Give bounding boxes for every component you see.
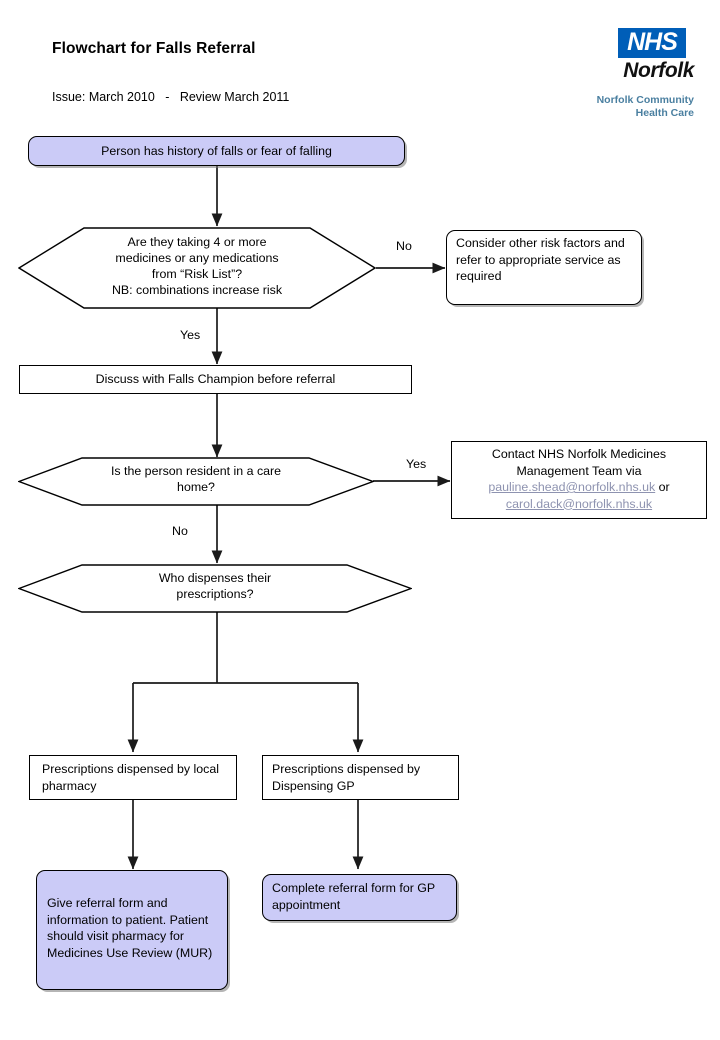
node-decision-care-home[interactable]: Is the person resident in a care home? <box>18 457 374 506</box>
nhs-region-text: Norfolk <box>623 59 694 82</box>
edge-label-meds-yes: Yes <box>180 328 201 342</box>
page-title: Flowchart for Falls Referral <box>52 40 256 57</box>
node-other-risk[interactable] <box>446 230 642 305</box>
nhs-strapline-line2: Health Care <box>635 106 694 119</box>
contact-or-text: or <box>655 480 670 494</box>
node-contact-medicines-team[interactable] <box>451 441 707 519</box>
edge-label-care-yes: Yes <box>406 457 427 471</box>
nhs-badge-text: NHS <box>618 28 686 58</box>
node-decision-care-home-line1: Is the person resident in a care <box>110 464 282 478</box>
nhs-strapline-line1: Norfolk Community <box>596 94 694 106</box>
node-give-referral-form[interactable] <box>36 870 228 990</box>
node-discuss-champion-label: Discuss with Falls Champion before refer… <box>95 372 336 386</box>
node-give-referral-form-label: Give referral form and information to pa… <box>47 896 213 960</box>
node-decision-medicines[interactable]: Are they taking 4 or more medicines or a… <box>18 227 376 309</box>
node-local-pharmacy[interactable] <box>29 755 237 800</box>
node-start[interactable] <box>28 136 405 166</box>
contact-email-row-2: carol.dack@norfolk.nhs.uk <box>451 496 707 513</box>
email-link-pauline[interactable]: pauline.shead@norfolk.nhs.uk <box>488 480 656 494</box>
contact-email-row: pauline.shead@norfolk.nhs.uk or <box>451 479 707 496</box>
node-dispensing-gp[interactable] <box>262 755 459 800</box>
email-link-carol[interactable]: carol.dack@norfolk.nhs.uk <box>505 496 653 511</box>
node-decision-care-home-line2: home? <box>177 480 215 494</box>
node-decision-medicines-line1: Are they taking 4 or more <box>127 235 267 249</box>
node-decision-medicines-line3: from “Risk List”? <box>151 267 243 281</box>
node-decision-who-dispenses-line1: Who dispenses their <box>158 571 272 585</box>
contact-line1: Contact NHS Norfolk Medicines <box>491 447 667 461</box>
contact-line2: Management Team via <box>516 463 642 478</box>
node-decision-who-dispenses-line2: prescriptions? <box>176 587 254 601</box>
nhs-strapline: Norfolk Community Health Care <box>548 94 694 119</box>
node-contact-medicines-team-label: Contact NHS Norfolk Medicines Management… <box>451 446 707 512</box>
node-decision-who-dispenses[interactable]: Who dispenses their prescriptions? <box>18 564 412 613</box>
issue-review-line: Issue: March 2010 - Review March 2011 <box>52 90 290 104</box>
node-decision-medicines-line2: medicines or any medications <box>115 251 279 265</box>
edge-label-care-no: No <box>172 524 188 538</box>
node-local-pharmacy-label: Prescriptions dispensed by local pharmac… <box>42 762 220 793</box>
node-discuss-champion[interactable] <box>19 365 412 394</box>
node-complete-referral-form-label: Complete referral form for GP appointmen… <box>272 881 435 912</box>
node-dispensing-gp-label: Prescriptions dispensed by Dispensing GP <box>272 762 421 793</box>
node-decision-medicines-line4: NB: combinations increase risk <box>111 283 283 297</box>
node-complete-referral-form[interactable] <box>262 874 457 921</box>
edge-label-meds-no: No <box>396 239 412 253</box>
node-other-risk-label: Consider other risk factors and refer to… <box>456 236 625 283</box>
nhs-logo: NHS Norfolk <box>618 28 694 83</box>
node-start-label: Person has history of falls or fear of f… <box>101 144 332 158</box>
